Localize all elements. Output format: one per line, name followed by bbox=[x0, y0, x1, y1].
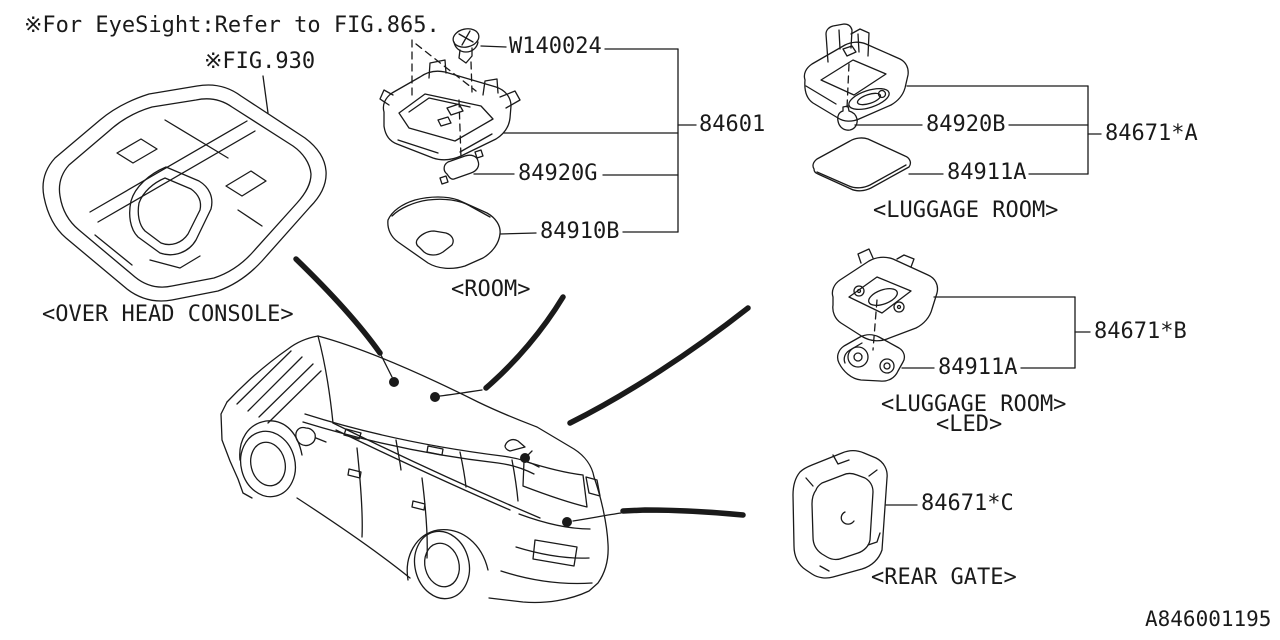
callout-bracket-84671b bbox=[901, 296, 1091, 369]
luggage-room-led-lamp-drawing bbox=[831, 248, 939, 382]
part-number-84920g: 84920G bbox=[518, 161, 598, 186]
section-label-overhead-console: <OVER HEAD CONSOLE> bbox=[42, 302, 294, 327]
fig930-note: ※FIG.930 bbox=[204, 49, 316, 74]
section-label-luggage-room-b: <LUGGAGE ROOM> bbox=[881, 392, 1067, 417]
lamp-location-dots bbox=[389, 377, 572, 527]
part-number-84920b: 84920B bbox=[926, 112, 1006, 137]
section-label-room: <ROOM> bbox=[451, 277, 531, 302]
eyesight-note: ※For EyeSight:Refer to FIG.865. bbox=[24, 13, 440, 38]
fig930-leader-line bbox=[262, 75, 269, 114]
overhead-console-drawing bbox=[42, 84, 327, 302]
part-number-84671b: 84671*B bbox=[1094, 319, 1187, 344]
pointer-swooshes bbox=[293, 256, 751, 518]
part-number-84671a: 84671*A bbox=[1105, 121, 1198, 146]
drawing-id: A846001195 bbox=[1145, 607, 1272, 631]
room-lamp-assembly-drawing bbox=[379, 28, 521, 270]
section-label-rear-gate: <REAR GATE> bbox=[871, 565, 1017, 590]
callout-bracket-84671a bbox=[854, 85, 1102, 175]
rear-gate-lamp-drawing bbox=[792, 450, 888, 579]
part-number-84911a-top: 84911A bbox=[947, 160, 1027, 185]
part-number-w140024: W140024 bbox=[509, 34, 602, 59]
part-number-84671c: 84671*C bbox=[921, 491, 1014, 516]
part-number-84910b: 84910B bbox=[540, 219, 620, 244]
callout-bracket-84601 bbox=[473, 45, 697, 235]
section-label-led: <LED> bbox=[936, 412, 1003, 437]
vehicle-drawing bbox=[220, 256, 751, 604]
luggage-room-lamp-drawing bbox=[803, 23, 912, 192]
part-number-84601: 84601 bbox=[699, 112, 766, 137]
part-number-84911a-mid: 84911A bbox=[938, 355, 1018, 380]
section-label-luggage-room-a: <LUGGAGE ROOM> bbox=[873, 198, 1059, 223]
